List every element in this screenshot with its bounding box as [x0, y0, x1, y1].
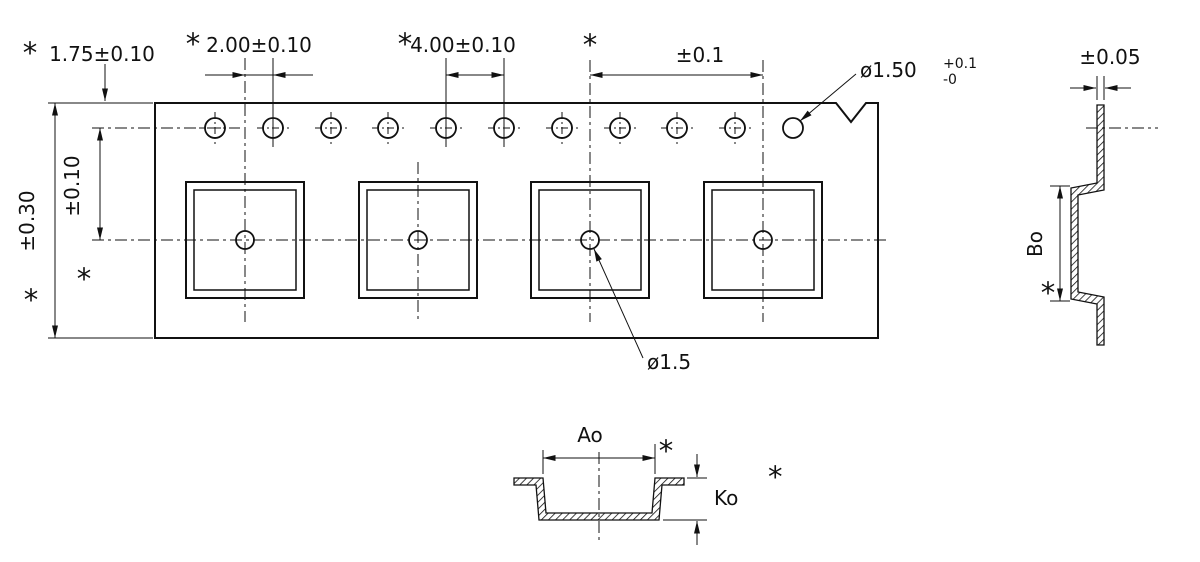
asterisk-marker: *	[24, 283, 39, 317]
asterisk-marker: *	[659, 434, 674, 468]
dim-label-pocket-hole-diameter: ø1.5	[647, 350, 691, 374]
dim-label-sprocket-hole-tol-upper: +0.1	[943, 56, 977, 72]
tape-cross-section	[1070, 104, 1105, 346]
reference-sprocket-hole	[782, 117, 804, 139]
asterisk-marker: *	[77, 262, 92, 296]
tape-outline	[154, 102, 879, 339]
asterisk-marker: *	[768, 460, 783, 494]
side-view: ±0.05 Bo *	[1023, 45, 1158, 346]
asterisk-marker: *	[583, 28, 598, 62]
sprocket-hole	[198, 111, 232, 145]
leader-pocket-hole-diameter	[593, 248, 644, 359]
dim-label-sprocket-hole-diameter: ø1.50	[860, 58, 917, 82]
sprocket-hole	[603, 111, 637, 145]
asterisk-marker: *	[23, 36, 38, 70]
dim-label-cumulative-tolerance: ±0.1	[676, 43, 725, 67]
dim-label-tape-edge-to-hole: 1.75±0.10	[49, 42, 155, 66]
dim-label-pocket-depth-bo: Bo	[1023, 231, 1047, 257]
dim-label-sprocket-pitch: 4.00±0.10	[410, 33, 516, 57]
sprocket-holes	[198, 111, 804, 145]
dim-label-sprocket-hole-tol-lower: -0	[943, 72, 957, 88]
asterisk-marker: *	[398, 27, 413, 61]
pocket-cross-section	[513, 477, 685, 521]
pocket-section-view: Ao * Ko *	[513, 423, 783, 545]
dim-label-pocket-width-ao: Ao	[577, 423, 603, 447]
dim-label-thickness-tolerance: ±0.05	[1079, 45, 1140, 69]
dim-label-hole-to-pocket-center: ±0.10	[60, 155, 84, 216]
sprocket-hole	[371, 111, 405, 145]
dim-label-tape-width-tolerance: ±0.30	[15, 190, 39, 251]
sprocket-hole	[660, 111, 694, 145]
sprocket-hole	[314, 111, 348, 145]
leader-sprocket-hole-diameter	[799, 73, 857, 122]
asterisk-marker: *	[186, 27, 201, 61]
sprocket-hole	[718, 111, 752, 145]
dim-label-pocket-depth-ko: Ko	[714, 486, 738, 510]
top-view: * 1.75±0.10 * 2.00±0.10 * 4.00±0.10 * ±0…	[15, 27, 977, 374]
dim-label-hole-to-pocket-pitch: 2.00±0.10	[206, 33, 312, 57]
sprocket-hole	[545, 111, 579, 145]
asterisk-marker: *	[1041, 276, 1056, 310]
